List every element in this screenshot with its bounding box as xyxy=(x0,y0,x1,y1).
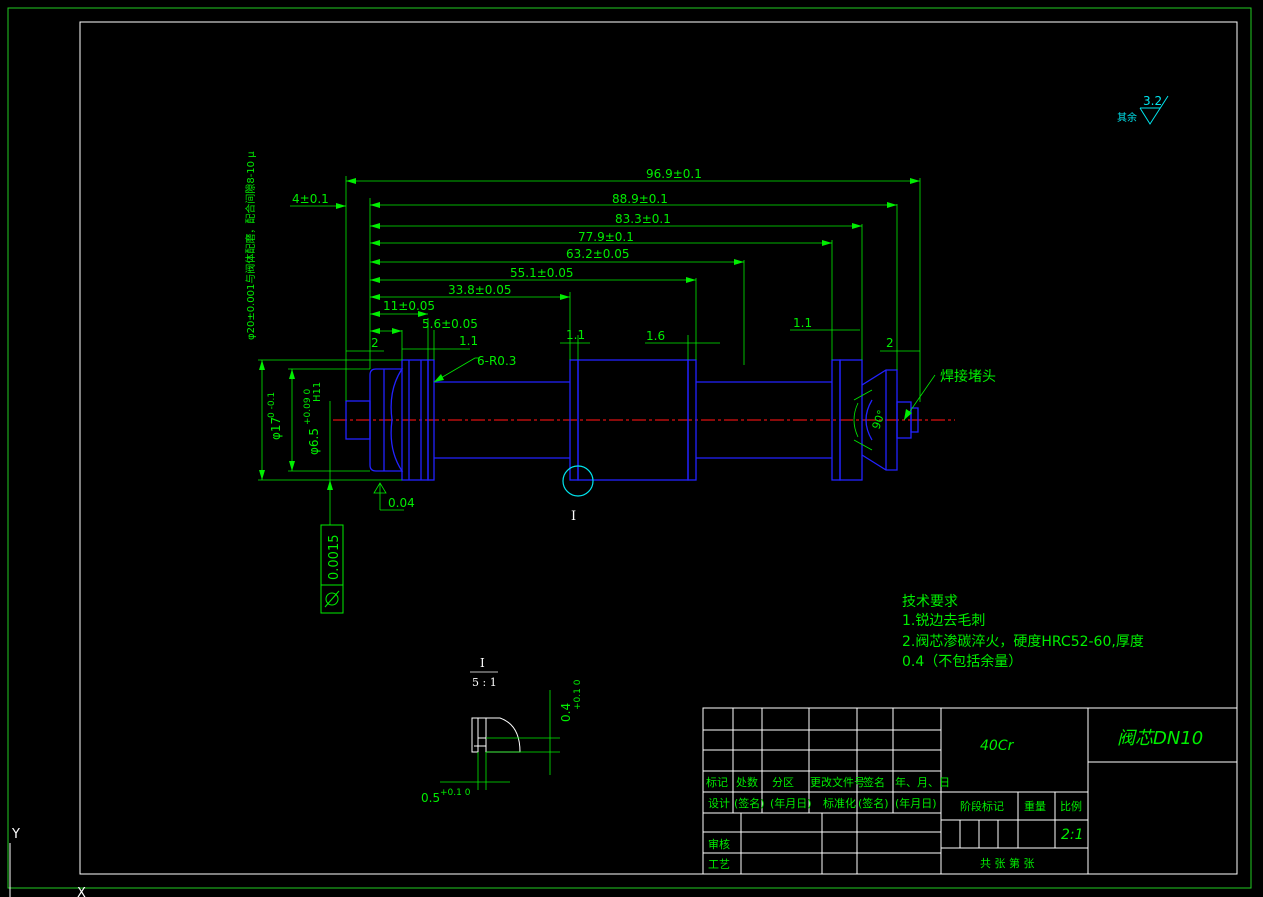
detail-depth-dim: 0.4 xyxy=(559,703,573,722)
part-name-label: 阀芯DN10 xyxy=(1117,728,1203,749)
dim-1-1-left: 1.1 xyxy=(459,334,478,348)
detail-depth-tol: +0.1 0 xyxy=(573,679,583,710)
cylindricity-value: 0.0015 xyxy=(327,535,342,581)
tech-req-item-2: 2.阀芯渗碳淬火，硬度HRC52-60,厚度 xyxy=(902,634,1144,650)
detail-width-tol: +0.1 0 xyxy=(440,788,471,798)
tech-req-title: 技术要求 xyxy=(902,594,958,610)
dim-55-1: 55.1±0.05 xyxy=(510,266,574,280)
dimension-lines xyxy=(261,180,936,525)
dim-83-3: 83.3±0.1 xyxy=(615,212,671,226)
surface-roughness-symbol xyxy=(1139,95,1169,125)
detail-view-title: I xyxy=(480,656,485,670)
fit-note-vertical: φ20±0.001与阀体配磨，配合间隙8-10 μ xyxy=(244,151,257,340)
tb-count: 处数 xyxy=(736,776,758,789)
dim-diameter-17-tol: 0 -0.1 xyxy=(267,392,277,418)
extension-lines xyxy=(258,176,921,481)
tb-standardize-sign: (签名) xyxy=(858,796,889,810)
dim-diameter-6-5-tol: +0.09 0 xyxy=(303,389,313,425)
dim-2-right: 2 xyxy=(886,336,894,350)
dim-63-2: 63.2±0.05 xyxy=(566,247,630,261)
dim-radius: 6-R0.3 xyxy=(477,354,516,368)
dim-1-1-mid: 1.1 xyxy=(566,328,585,342)
tb-design-sign: (签名) xyxy=(734,796,765,810)
flatness-triangle xyxy=(373,482,387,494)
tb-sheets: 共 张 第 张 xyxy=(980,856,1035,870)
tb-change-doc: 更改文件号 xyxy=(810,775,865,789)
cylindricity-frame xyxy=(320,524,344,614)
dim-96-9: 96.9±0.1 xyxy=(646,167,702,181)
dim-77-9: 77.9±0.1 xyxy=(578,230,634,244)
tb-ratio: 比例 xyxy=(1060,799,1082,813)
detail-view-scale: 5 : 1 xyxy=(472,676,497,689)
material-label: 40Cr xyxy=(980,738,1015,754)
flatness-value: 0.04 xyxy=(388,496,415,510)
dim-diameter-6-5: φ6.5 xyxy=(307,428,321,455)
tb-zone: 分区 xyxy=(772,776,794,789)
tb-standardize: 标准化 xyxy=(823,796,856,810)
dim-5-6: 5.6±0.05 xyxy=(422,317,478,331)
tb-sign: 签名 xyxy=(863,775,885,789)
roughness-note: 其余 xyxy=(1117,111,1137,124)
detail-view-groove xyxy=(471,717,521,753)
angle-mark xyxy=(853,389,873,451)
tb-design: 设计 xyxy=(708,797,730,810)
tb-standardize-date: (年月日) xyxy=(895,796,937,810)
tb-weight: 重量 xyxy=(1024,799,1046,813)
tech-req-item-3: 0.4（不包括余量） xyxy=(902,653,1022,670)
valve-core-part xyxy=(345,359,919,481)
fit-h11: H11 xyxy=(312,382,323,402)
tb-mark: 标记 xyxy=(706,775,728,789)
detail-view-dims xyxy=(440,690,560,790)
roughness-value: 3.2 xyxy=(1143,94,1162,108)
dim-11: 11±0.05 xyxy=(383,299,435,313)
dim-33-8: 33.8±0.05 xyxy=(448,283,512,297)
tb-design-date: (年月日) xyxy=(770,796,812,810)
detail-width-dim: 0.5 xyxy=(421,791,440,805)
tb-date: 年、月、日 xyxy=(895,775,950,789)
dim-2-left: 2 xyxy=(371,336,379,350)
ucs-x-label: X xyxy=(77,886,86,897)
title-block xyxy=(702,707,1238,875)
tb-review: 审核 xyxy=(708,837,730,851)
outer-frame xyxy=(7,7,1252,889)
dim-1-1-right: 1.1 xyxy=(793,316,812,330)
weld-plug-label: 焊接堵头 xyxy=(940,368,996,385)
dim-diameter-17: φ17 xyxy=(269,417,283,440)
detail-circle xyxy=(562,465,594,497)
dim-angle: 90° xyxy=(870,408,889,431)
detail-marker-label: I xyxy=(571,509,576,524)
tech-req-item-1: 1.锐边去毛刺 xyxy=(902,613,985,629)
tb-stage-mark: 阶段标记 xyxy=(960,799,1004,813)
inner-frame xyxy=(79,21,1238,875)
tb-scale-value: 2:1 xyxy=(1061,827,1084,843)
dimension-arrows xyxy=(259,178,920,490)
dim-1-6: 1.6 xyxy=(646,329,665,343)
tb-process: 工艺 xyxy=(708,858,730,871)
dim-88-9: 88.9±0.1 xyxy=(612,192,668,206)
dim-4: 4±0.1 xyxy=(292,192,329,206)
ucs-y-label: Y xyxy=(11,827,20,842)
